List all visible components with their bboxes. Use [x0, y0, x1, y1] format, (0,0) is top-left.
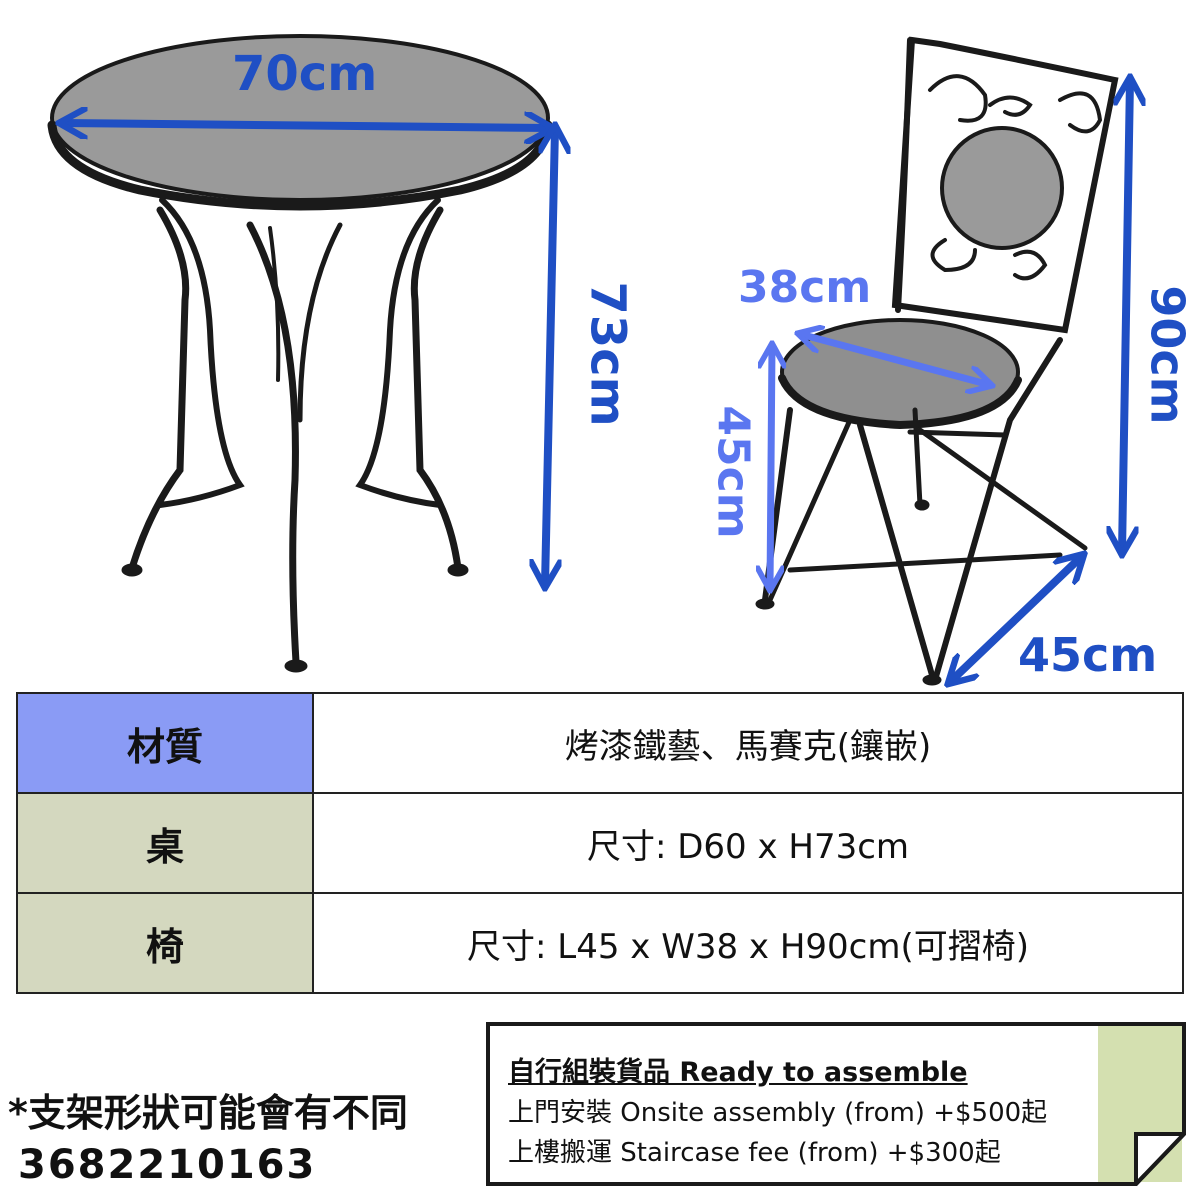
staircase-fee: 上樓搬運 Staircase fee (from) +$300起	[508, 1138, 1001, 1168]
spec-table: 材質 烤漆鐵藝、馬賽克(鑲嵌) 桌 尺寸: D60 x H73cm 椅 尺寸: …	[16, 692, 1184, 994]
chair-label: 椅	[16, 892, 314, 994]
seat-height-arrow	[770, 346, 772, 588]
seat-height-label: 45cm	[707, 405, 759, 539]
table-row: 桌 尺寸: D60 x H73cm	[16, 792, 1184, 894]
footnote: *支架形狀可能會有不同	[8, 1091, 408, 1135]
chair-depth-arrow	[950, 556, 1082, 682]
table-label: 桌	[16, 792, 314, 894]
material-value: 烤漆鐵藝、馬賽克(鑲嵌)	[312, 692, 1184, 794]
table-row: 椅 尺寸: L45 x W38 x H90cm(可摺椅)	[16, 892, 1184, 994]
table-height-label: 73cm	[579, 281, 636, 427]
onsite-assembly-fee: 上門安裝 Onsite assembly (from) +$500起	[508, 1098, 1048, 1128]
furniture-illustration	[47, 34, 1200, 690]
table-width-label: 70cm	[232, 46, 378, 102]
dimension-arrows	[62, 80, 1130, 682]
assembly-title: 自行組裝貨品 Ready to assemble	[508, 1057, 968, 1088]
seat-width-arrow	[800, 334, 990, 385]
table-row: 材質 烤漆鐵藝、馬賽克(鑲嵌)	[16, 692, 1184, 794]
chair-height-arrow	[1122, 80, 1130, 552]
assembly-note: 自行組裝貨品 Ready to assemble 上門安裝 Onsite ass…	[486, 1022, 1186, 1186]
seat-width-label: 38cm	[738, 262, 872, 313]
table-size-value: 尺寸: D60 x H73cm	[312, 792, 1184, 894]
chair-height-label: 90cm	[1140, 285, 1195, 425]
chair-depth-label: 45cm	[1018, 628, 1158, 682]
table-width-arrow	[62, 123, 550, 128]
product-code: 3682210163	[18, 1142, 317, 1188]
material-label: 材質	[16, 692, 314, 794]
note-frame	[486, 1022, 1186, 1186]
table-height-arrow	[545, 128, 555, 585]
bistro-table	[47, 34, 553, 673]
product-figure: 70cm 73cm 38cm 45cm 90cm 45cm	[47, 34, 1200, 690]
folding-chair	[755, 36, 1119, 686]
chair-size-value: 尺寸: L45 x W38 x H90cm(可摺椅)	[312, 892, 1184, 994]
